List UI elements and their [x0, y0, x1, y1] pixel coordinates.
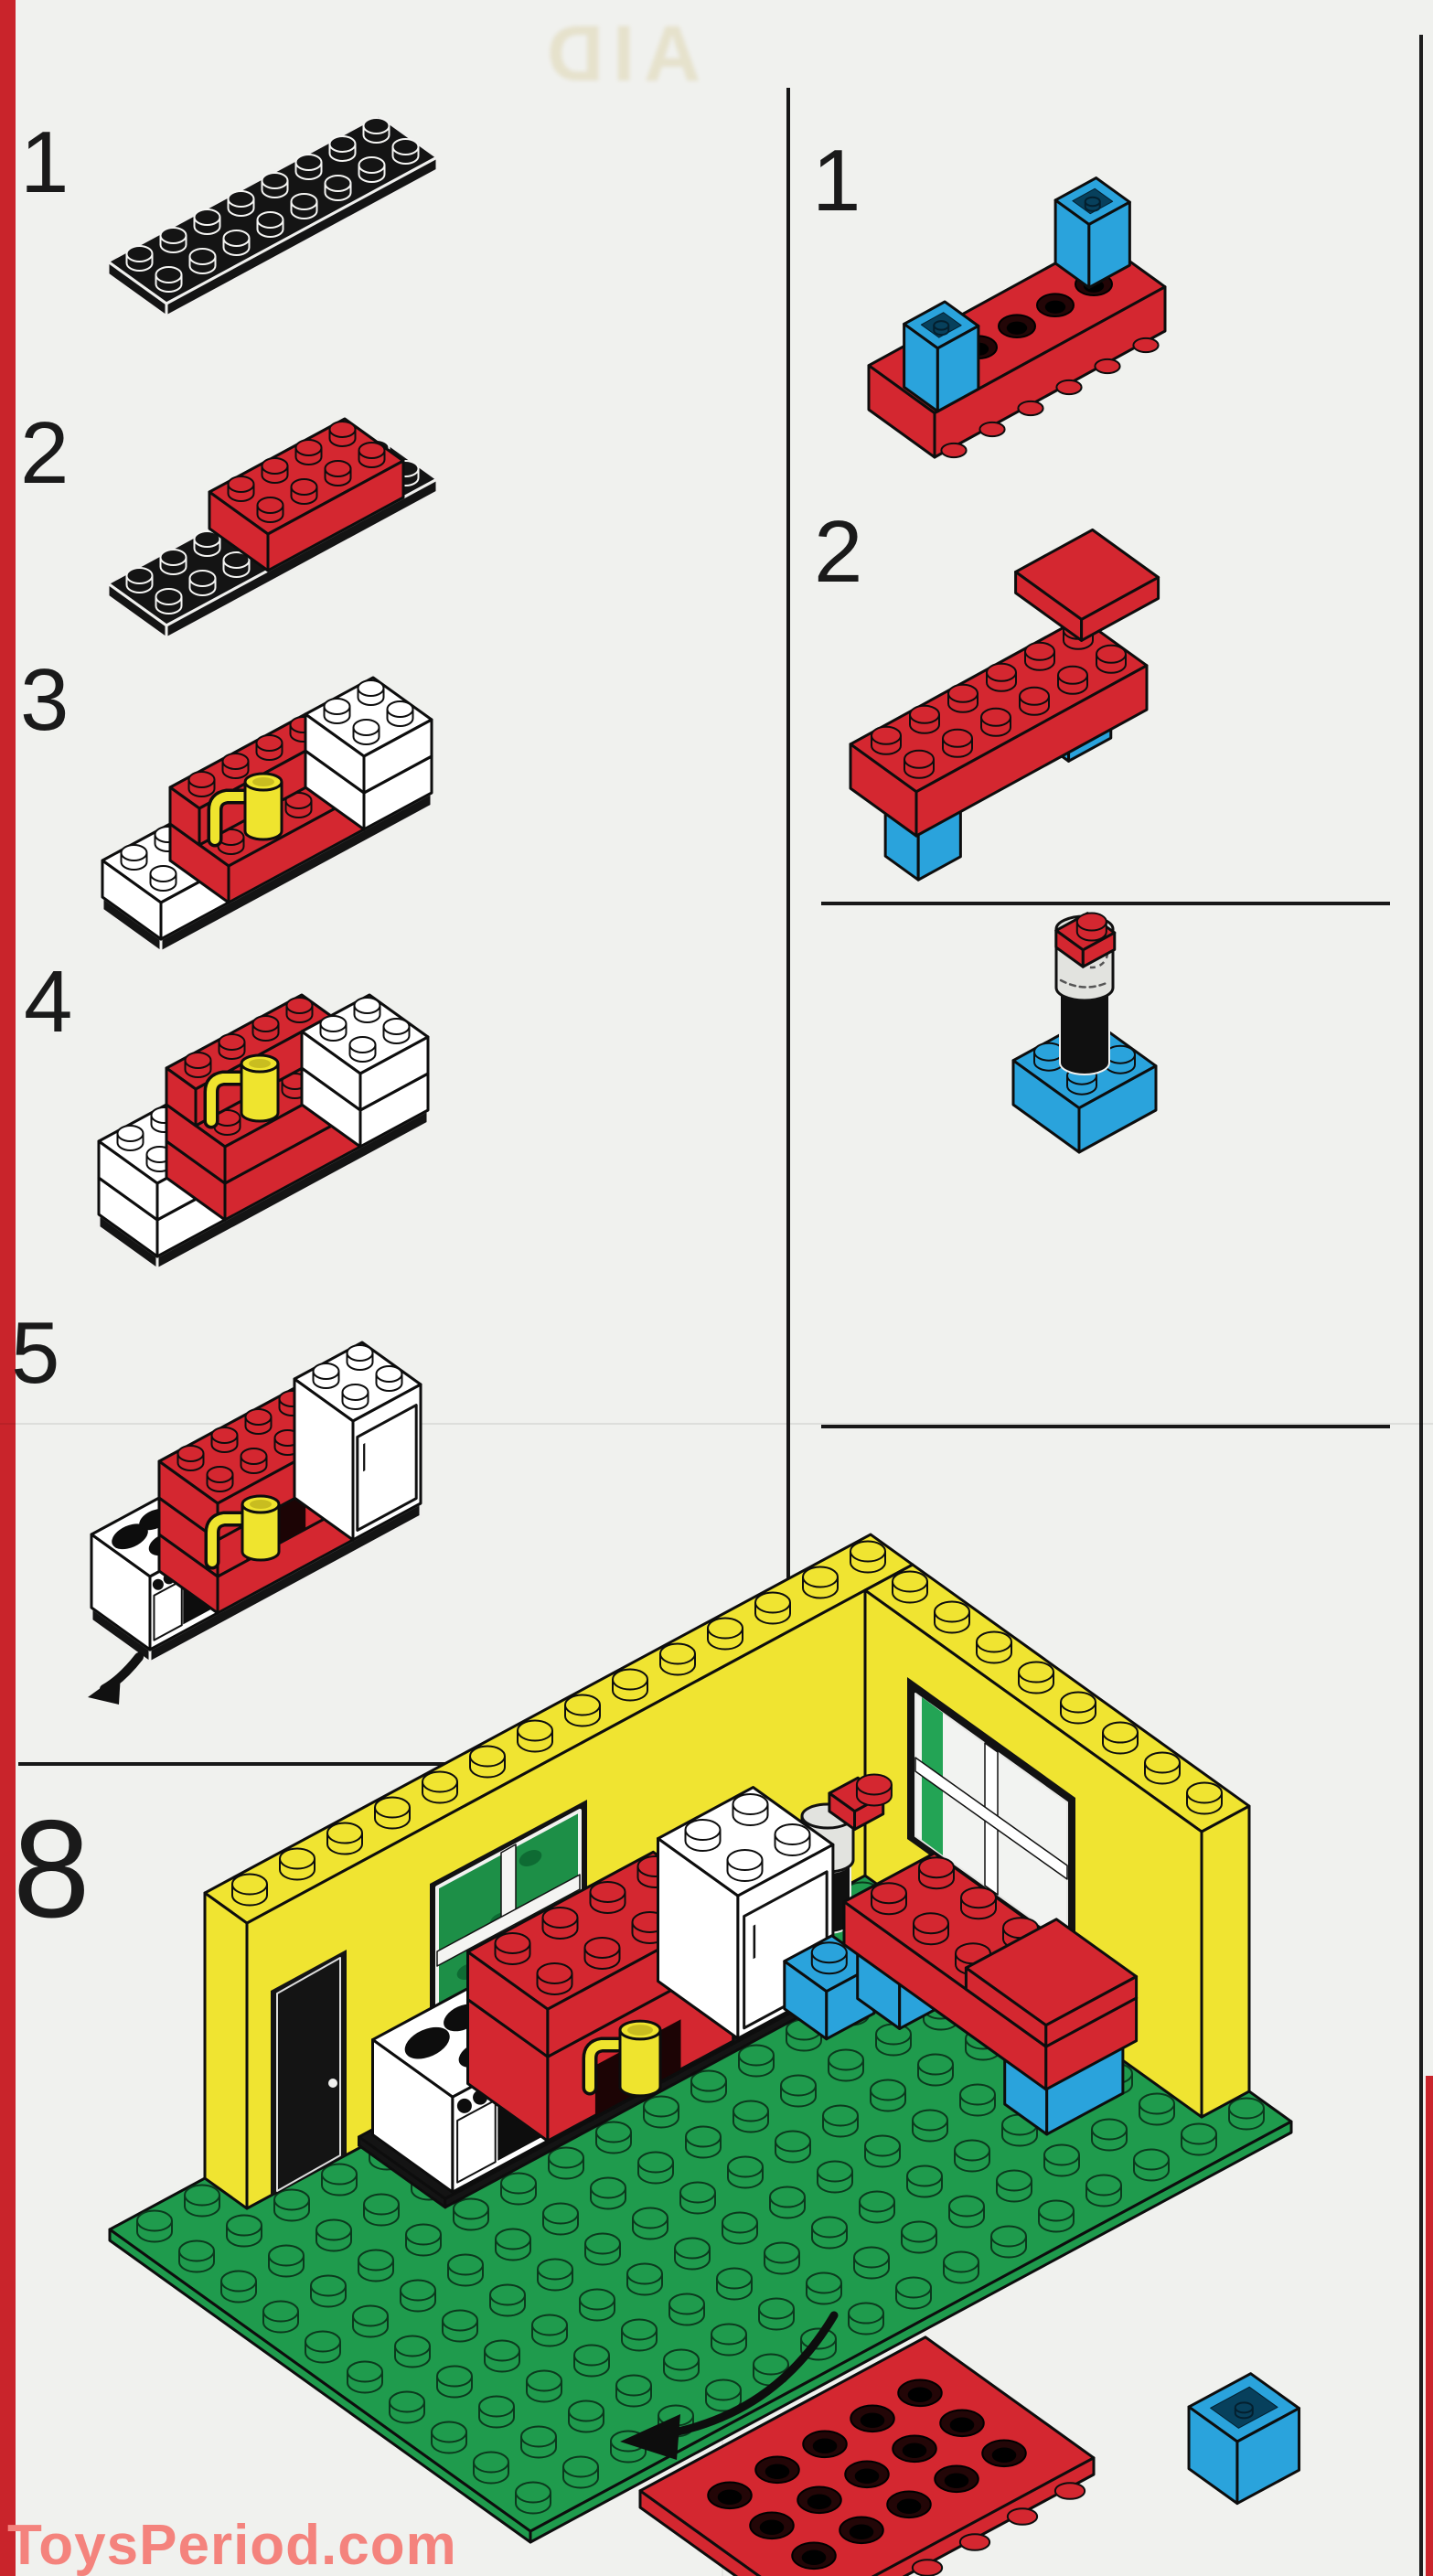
- right-red-edge-bar: [1426, 2076, 1433, 2576]
- step-2-red-brick-on-plate-illustration: [106, 417, 439, 640]
- step-8-kitchen-room-illustration: [108, 1533, 1293, 2544]
- left-step-4-number: 4: [24, 953, 73, 1051]
- step-3-counter-with-tap-illustration: [101, 676, 433, 954]
- right-section-divider-2: [821, 1425, 1390, 1428]
- left-step-5-number: 5: [11, 1304, 60, 1402]
- right-step-1-inverted-table-illustration: [867, 176, 1167, 459]
- fold-crease-horizontal: [0, 1423, 1433, 1425]
- final-step-8-number: 8: [13, 1791, 91, 1947]
- right-step-1-number: 1: [812, 132, 861, 230]
- step-4-counter-two-high-illustration: [97, 993, 430, 1271]
- continue-arrow-icon: [88, 1652, 144, 1705]
- right-step-2-number: 2: [814, 503, 863, 601]
- left-red-edge-bar: [0, 0, 16, 2576]
- right-section-divider-1: [821, 902, 1390, 905]
- left-step-2-number: 2: [20, 404, 70, 502]
- watermark-text: ToysPeriod.com: [7, 2514, 457, 2576]
- step-1-black-plate-illustration: [106, 113, 439, 318]
- left-step-1-number: 1: [20, 113, 70, 211]
- flipped-plate-with-arrow-illustration: [620, 2311, 1301, 2576]
- column-divider-line: [786, 88, 790, 1589]
- left-step-3-number: 3: [20, 651, 70, 749]
- right-step-2-table-illustration: [849, 528, 1160, 882]
- right-page-edge-line: [1419, 35, 1423, 2576]
- step-5-stove-counter-fridge-illustration: [90, 1341, 422, 1664]
- left-section-divider: [18, 1762, 452, 1766]
- figure-on-blue-brick-illustration: [1011, 912, 1158, 1154]
